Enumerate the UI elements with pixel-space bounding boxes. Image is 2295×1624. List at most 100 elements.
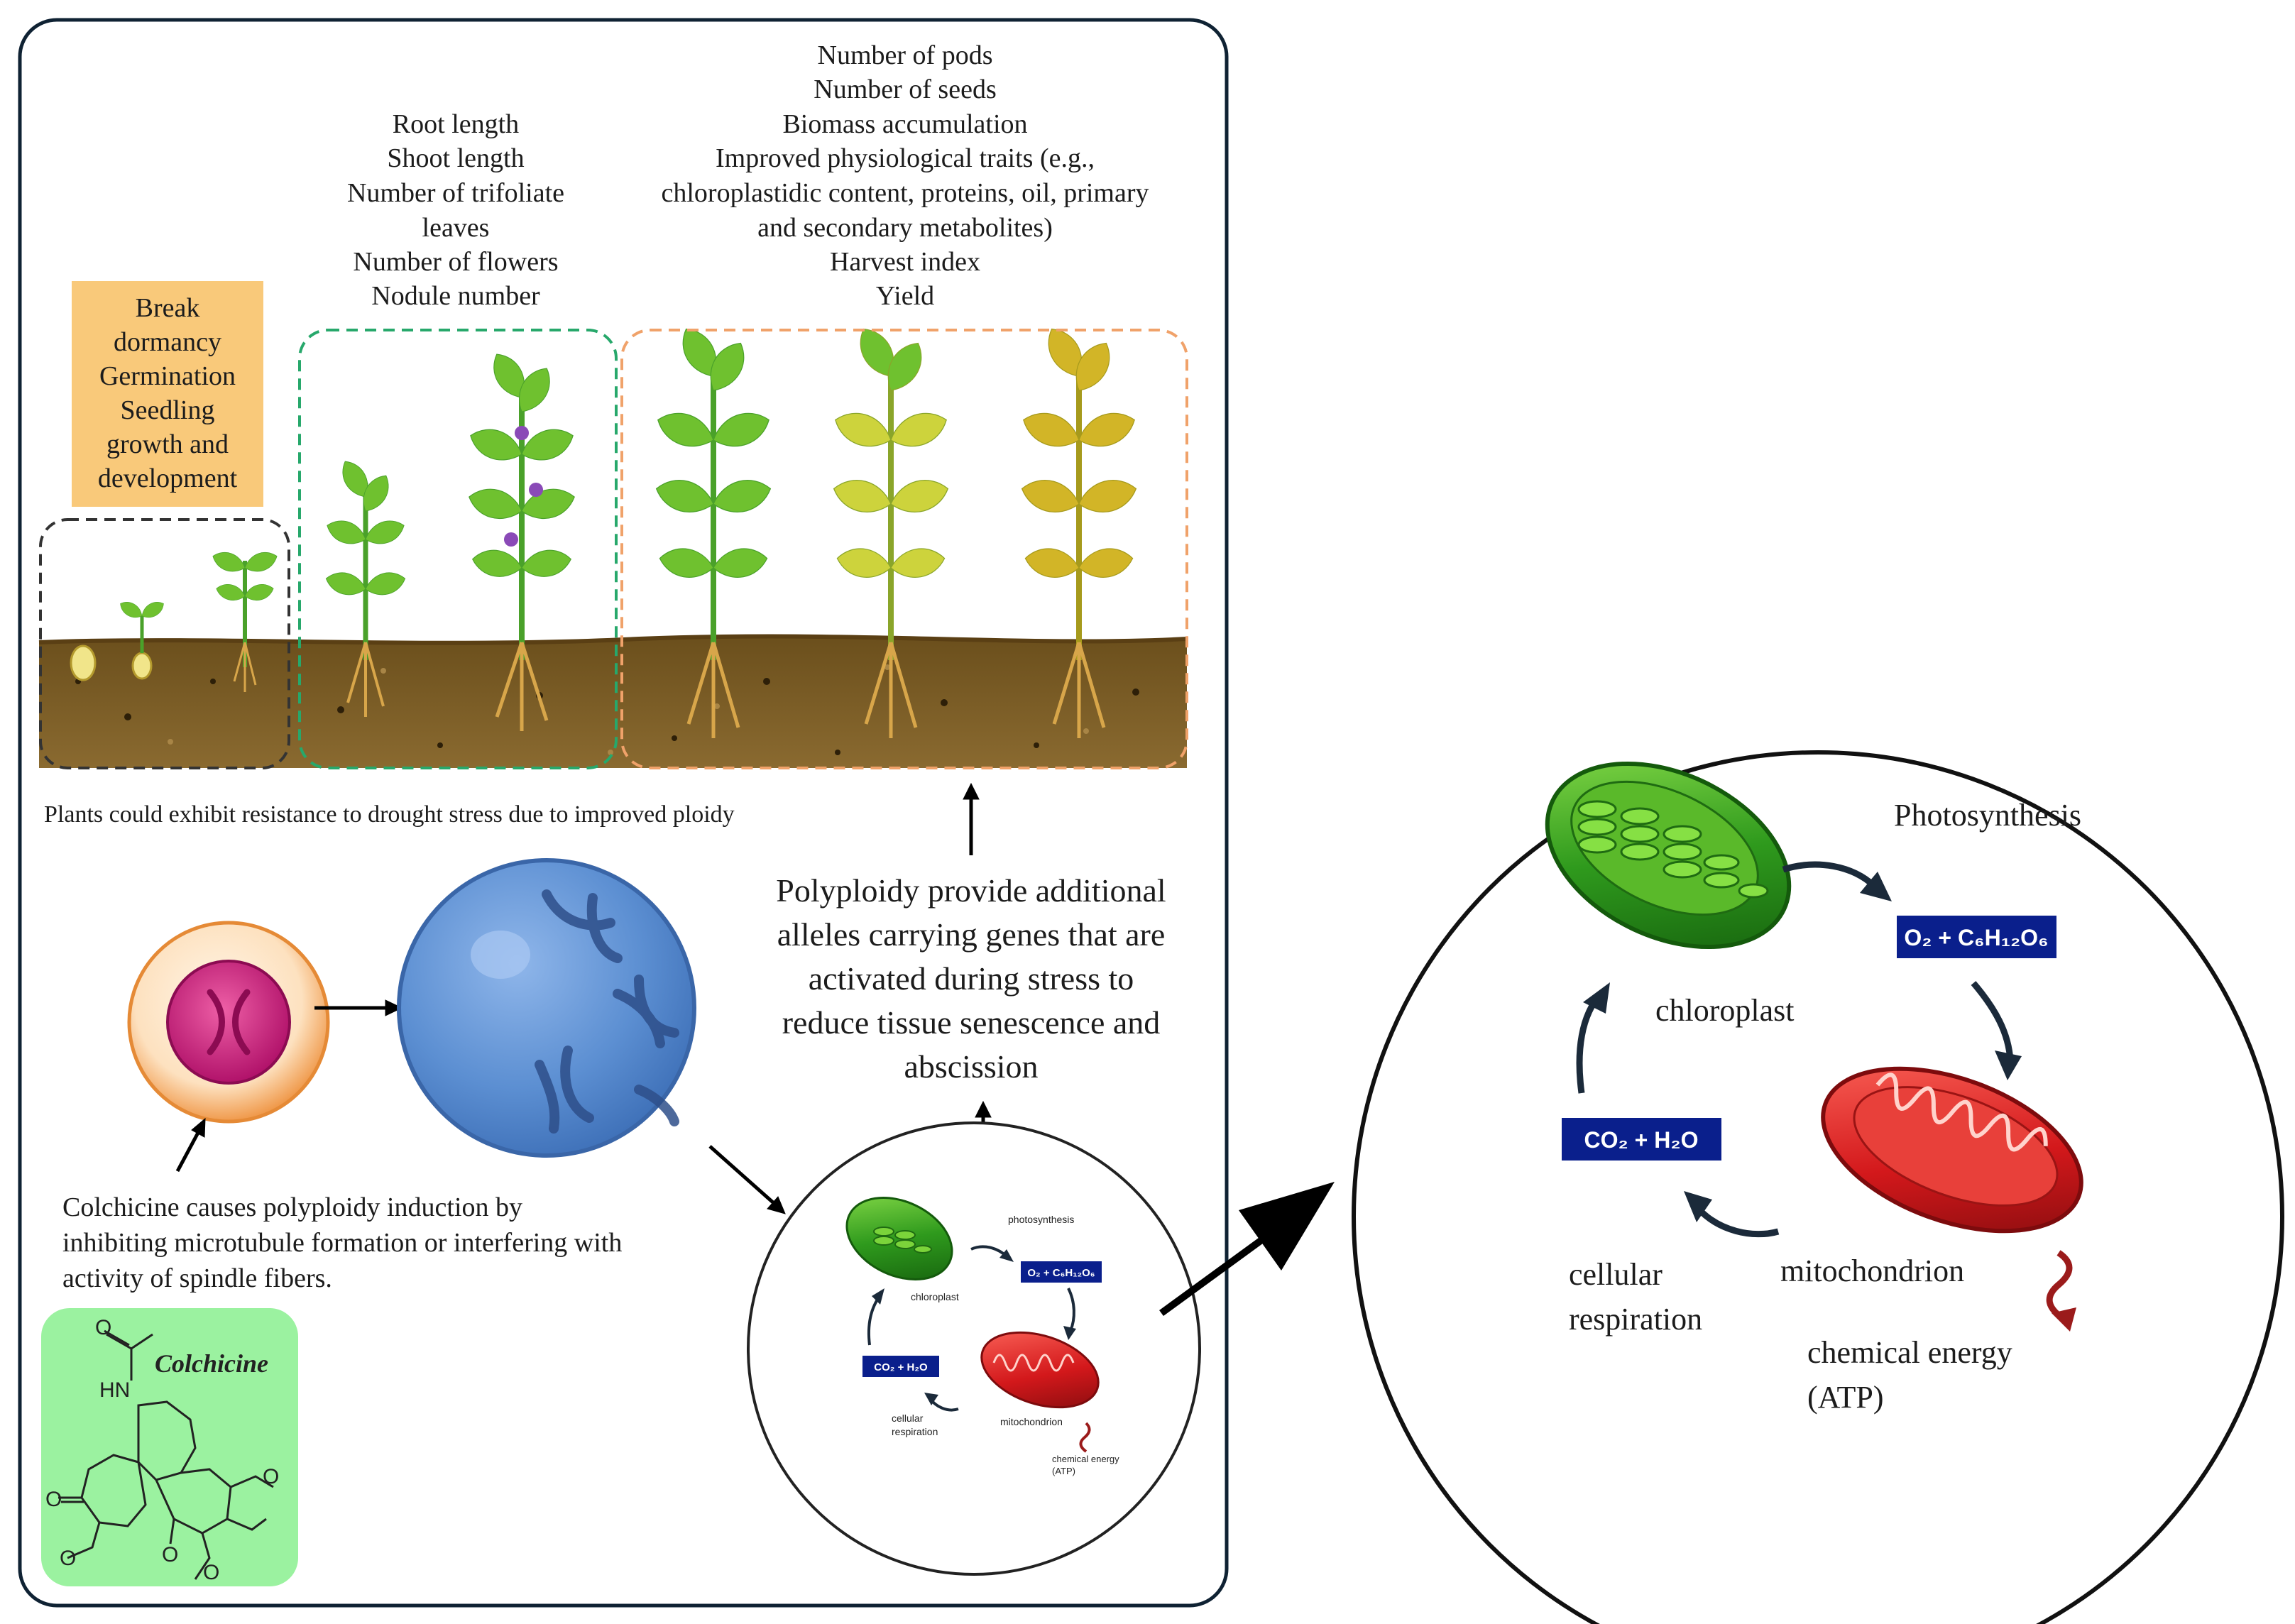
- trait-line: Number of flowers: [353, 247, 558, 277]
- plant-senescing: [1017, 321, 1141, 738]
- trait-line: Number of trifoliate: [347, 178, 564, 208]
- trait-line: Number of seeds: [814, 75, 996, 104]
- svg-text:(ATP): (ATP): [1052, 1466, 1075, 1476]
- colchicine-atom-labels: O HN O O O O O: [45, 1316, 279, 1584]
- colchicine-molecule: [58, 1329, 274, 1580]
- large-respiration-label: cellular respiration: [1569, 1257, 1702, 1337]
- polyploid-cell: [397, 858, 696, 1158]
- small-products-formula: O₂ + C₆H₁₂O₆: [1027, 1267, 1095, 1279]
- plant-podding: [652, 321, 775, 738]
- arrow-to-diploid-cell: [175, 1117, 206, 1173]
- svg-text:O: O: [95, 1316, 111, 1339]
- large-cycle-arrowheads: [1583, 872, 2076, 1332]
- colchicine-structure-box: [41, 1308, 298, 1586]
- svg-text:O: O: [162, 1543, 178, 1567]
- large-cycle-circle: [1352, 750, 2284, 1624]
- arrow-up-to-plants: [963, 782, 980, 855]
- reproductive-stage-dashed-box: [620, 329, 1188, 769]
- diploid-cell: [127, 921, 330, 1124]
- large-chloroplast: [1545, 761, 1792, 950]
- svg-text:chemical energy: chemical energy: [1807, 1335, 2012, 1370]
- svg-text:dormancy: dormancy: [114, 327, 221, 357]
- svg-text:respiration: respiration: [1569, 1302, 1702, 1337]
- svg-text:Polyploidy provide additional: Polyploidy provide additional: [776, 872, 1166, 909]
- large-energy-label: chemical energy (ATP): [1807, 1335, 2012, 1415]
- small-mitochondrion: [980, 1331, 1100, 1409]
- plant-sprout: [116, 598, 168, 653]
- vegetative-traits-text: Root length Shoot length Number of trifo…: [347, 109, 564, 311]
- svg-text:growth and: growth and: [106, 429, 229, 459]
- plant-seedling: [209, 547, 280, 692]
- svg-text:activated during stress to: activated during stress to: [809, 960, 1134, 997]
- small-energy-label: chemical energy (ATP): [1052, 1454, 1119, 1476]
- small-chloroplast: [845, 1196, 953, 1281]
- svg-text:cellular: cellular: [1569, 1257, 1663, 1292]
- large-products-formula: O₂ + C₆H₁₂O₆: [1904, 925, 2048, 950]
- soil-strip: [38, 634, 1188, 768]
- svg-text:HN: HN: [99, 1378, 130, 1402]
- colchicine-note: Colchicine causes polyploidy induction b…: [62, 1192, 622, 1293]
- svg-text:O: O: [45, 1488, 62, 1511]
- main-panel-border: [18, 18, 1229, 1608]
- svg-text:respiration: respiration: [892, 1426, 938, 1437]
- germinating-seeds: [70, 644, 153, 681]
- seedling-stage-box: [72, 281, 263, 507]
- trait-line: Biomass accumulation: [782, 109, 1027, 139]
- seedling-stage-text: Break dormancy Germination Seedling grow…: [98, 293, 238, 493]
- trait-line: leaves: [422, 213, 490, 243]
- svg-text:reduce tissue senescence and: reduce tissue senescence and: [782, 1004, 1161, 1041]
- svg-text:chemical energy: chemical energy: [1052, 1454, 1119, 1464]
- large-products-box: [1897, 916, 2056, 958]
- zoom-arrow: [1159, 1182, 1335, 1317]
- small-chloroplast-label: chloroplast: [911, 1291, 959, 1302]
- arrow-to-small-cycle: [708, 1145, 786, 1214]
- drought-resistance-note: Plants could exhibit resistance to droug…: [44, 801, 735, 828]
- plant-maturing: [829, 321, 953, 738]
- trait-line: Harvest index: [830, 247, 980, 277]
- large-photosynthesis-label: Photosynthesis: [1894, 798, 2081, 833]
- large-reactants-formula: CO₂ + H₂O: [1584, 1127, 1699, 1153]
- trait-line: Root length: [393, 109, 519, 139]
- large-chloroplast-label: chloroplast: [1655, 993, 1795, 1028]
- small-reactants-formula: CO₂ + H₂O: [874, 1361, 928, 1373]
- svg-text:development: development: [98, 463, 238, 493]
- small-reactants-box: [862, 1356, 939, 1377]
- trait-line: Shoot length: [387, 143, 524, 173]
- seedling-stage-dashed-box: [39, 518, 290, 769]
- svg-text:activity of spindle fibers.: activity of spindle fibers.: [62, 1263, 332, 1293]
- small-photosynthesis-label: photosynthesis: [1008, 1214, 1074, 1225]
- svg-text:Seedling: Seedling: [121, 395, 215, 425]
- small-mitochondrion-label: mitochondrion: [1000, 1416, 1063, 1427]
- svg-text:inhibiting microtubule formati: inhibiting microtubule formation or inte…: [62, 1228, 622, 1258]
- small-cycle-arrowheads: [872, 1249, 1076, 1405]
- vegetative-stage-dashed-box: [298, 329, 618, 769]
- svg-text:O: O: [60, 1547, 76, 1570]
- large-reactants-box: [1562, 1118, 1721, 1161]
- plant-young: [323, 456, 408, 717]
- trait-line: and secondary metabolites): [757, 213, 1053, 243]
- small-cycle-circle: [747, 1121, 1201, 1576]
- svg-text:(ATP): (ATP): [1807, 1380, 1884, 1415]
- svg-text:Break: Break: [136, 293, 200, 323]
- arrow-to-polyploid-cell: [314, 999, 403, 1016]
- svg-text:abscission: abscission: [904, 1048, 1038, 1085]
- svg-text:alleles carrying genes that ar: alleles carrying genes that are: [777, 916, 1166, 953]
- reproductive-traits-text: Number of pods Number of seeds Biomass a…: [661, 40, 1149, 311]
- colchicine-label: Colchicine: [155, 1349, 268, 1378]
- svg-text:Germination: Germination: [99, 361, 236, 391]
- svg-text:O: O: [203, 1561, 219, 1584]
- svg-text:O: O: [263, 1465, 279, 1488]
- trait-line: Number of pods: [818, 40, 993, 70]
- svg-text:cellular: cellular: [892, 1412, 924, 1424]
- trait-line: Yield: [876, 281, 934, 311]
- large-mitochondrion: [1821, 1066, 2083, 1234]
- polyploidy-note: Polyploidy provide additional alleles ca…: [776, 872, 1166, 1085]
- small-products-box: [1021, 1261, 1102, 1283]
- trait-line: Improved physiological traits (e.g.,: [716, 143, 1095, 173]
- trait-line: chloroplastidic content, proteins, oil, …: [661, 178, 1149, 208]
- large-mitochondrion-label: mitochondrion: [1780, 1253, 1964, 1288]
- svg-text:Colchicine causes polyploidy i: Colchicine causes polyploidy induction b…: [62, 1192, 522, 1222]
- plant-flowering: [465, 347, 579, 731]
- trait-line: Nodule number: [371, 281, 540, 311]
